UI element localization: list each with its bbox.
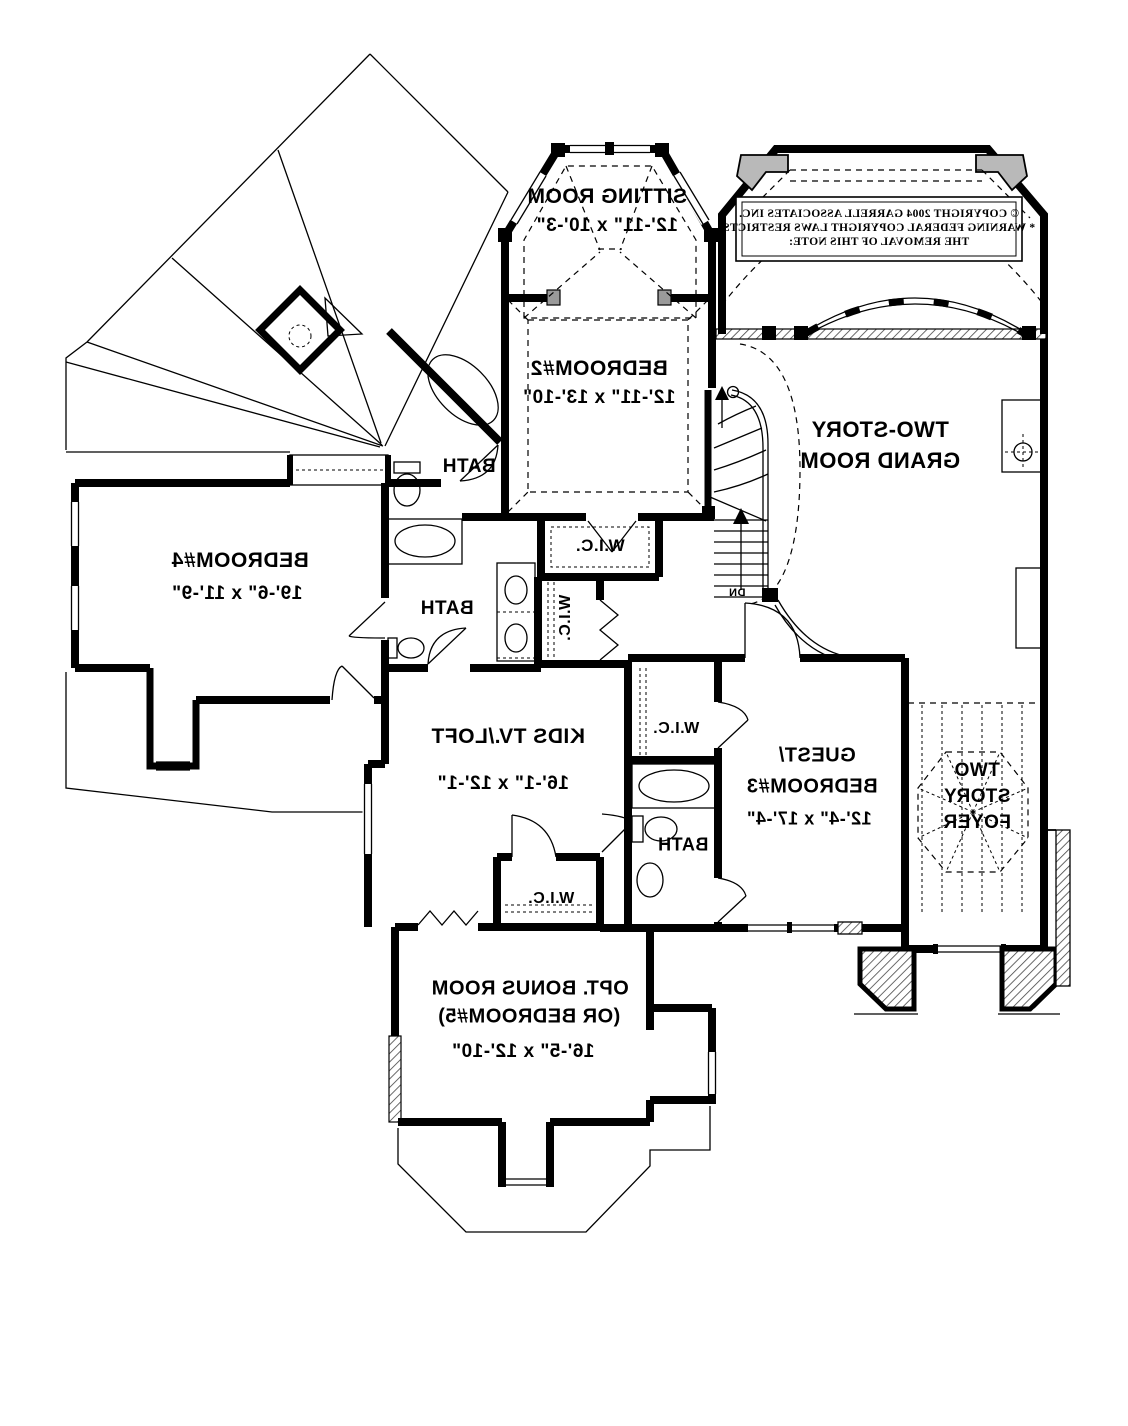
roof-flag — [736, 154, 789, 192]
porch-pier — [999, 946, 1059, 1012]
loft-walls — [362, 654, 905, 930]
copyright-line3: THE REMOVAL OF THIS NOTE: — [788, 236, 970, 248]
copyright-box — [735, 196, 1023, 262]
label-bath-upper: BATH — [442, 456, 496, 477]
toilet-tank — [631, 815, 644, 843]
bathtub — [631, 763, 717, 809]
label-sitting-room-dims: 12'-11" x 10'-3" — [536, 215, 678, 236]
label-guest-line1: GUEST/ — [778, 744, 856, 767]
exterior-wall — [1055, 829, 1071, 987]
label-wic-bedroom2: W.I.C. — [575, 536, 625, 555]
toilet-tank — [387, 637, 398, 659]
staircase — [702, 343, 801, 605]
wic-bonus-walls — [493, 813, 633, 931]
sink — [504, 575, 528, 605]
bedroom4-walls — [69, 454, 391, 771]
label-bath-middle: BATH — [420, 598, 474, 619]
roof-flag — [975, 154, 1028, 192]
toilet — [397, 637, 425, 659]
label-bath-guest: BATH — [657, 834, 709, 855]
up-arrow — [715, 386, 729, 400]
window-seat — [1001, 399, 1045, 473]
label-stairs-dn: DN — [728, 587, 746, 599]
bedroom2-walls — [462, 298, 716, 521]
label-bonus-dims: 16'-5" x 12'-10" — [451, 1041, 595, 1062]
sitting-room-walls — [498, 142, 718, 334]
bathtub — [427, 354, 499, 426]
label-bonus-line1: OPT. BONUS ROOM — [431, 977, 629, 1000]
label-bedroom2-name: BEDROOM#2 — [530, 357, 668, 380]
label-wic-bonus: W.I.C. — [527, 890, 575, 907]
copyright-line2: * WARNING FEDERAL COPYRIGHT LAWS RESTRIC… — [722, 222, 1036, 234]
label-foyer-line1: TWO — [954, 760, 1000, 781]
label-grand-room-line1: TWO-STORY — [811, 417, 949, 442]
label-grand-room-line2: GRAND ROOM — [799, 448, 961, 473]
label-foyer-line3: FOYER — [943, 812, 1011, 833]
toilet-tank — [393, 461, 421, 474]
roof-outline — [65, 53, 509, 453]
bath-middle — [348, 518, 541, 672]
bonus-room-walls — [388, 910, 718, 1233]
sink — [504, 623, 528, 653]
label-bonus-line2: (OR BEDROOM#5) — [437, 1005, 621, 1028]
label-wic-hall: W.I.C. — [557, 594, 574, 642]
label-loft-dims: 16'-1" x 12'-1" — [437, 773, 569, 794]
toilet — [393, 473, 421, 507]
porch-pier — [857, 946, 917, 1012]
label-wic-guest: W.I.C. — [652, 720, 700, 737]
column-post — [657, 289, 672, 306]
stair-arrow — [733, 508, 749, 524]
bath-guest-walls — [631, 760, 747, 930]
label-loft-name: KIDS TV./LOFT — [431, 725, 585, 748]
overlook-room — [718, 145, 1048, 334]
foyer — [837, 700, 1071, 1015]
roof-eave-left — [65, 672, 371, 813]
copyright-line1: © COPYRIGHT 2004 GARRELL ASSOCIATES INC. — [738, 208, 1020, 220]
grand-room — [715, 297, 1048, 700]
toilet — [644, 816, 678, 842]
column-post — [546, 289, 561, 306]
wic-guest-walls — [628, 658, 749, 764]
niche — [1015, 567, 1045, 649]
bath-upper — [386, 328, 503, 507]
wic-hall-walls — [534, 577, 620, 668]
chimney — [146, 668, 200, 770]
label-bedroom4-name: BEDROOM#4 — [171, 549, 309, 572]
label-guest-line2: BEDROOM#3 — [746, 775, 878, 798]
label-foyer-line2: STORY — [943, 786, 1011, 807]
label-guest-dims: 12'-4" x 17'-4" — [746, 808, 872, 829]
label-sitting-room-name: SITTING ROOM — [527, 185, 687, 208]
sink — [636, 862, 664, 898]
label-bedroom4-dims: 19'-6" x 11'-9" — [171, 583, 303, 604]
label-bedroom2-dims: 12'-11" x 13'-10" — [522, 387, 676, 408]
